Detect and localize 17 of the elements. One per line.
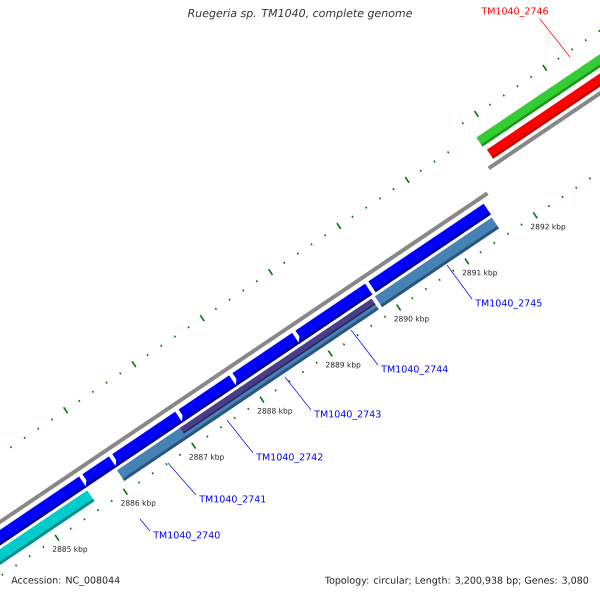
genome-summary-text: Topology: circular; Length: 3,200,938 bp; Genes: 3,080 — [324, 576, 588, 586]
gene-label: TM1040_2746 — [481, 7, 548, 17]
leader-line — [168, 462, 196, 496]
leader-line — [284, 376, 312, 410]
gene-label: TM1040_2741 — [199, 495, 266, 505]
leader-line — [539, 18, 570, 58]
gene-label: TM1040_2742 — [256, 453, 322, 463]
leader-line — [350, 330, 378, 366]
gene-label: TM1040_2745 — [475, 299, 542, 309]
leader-line — [226, 420, 254, 454]
title: Ruegeria sp. TM1040, complete genome — [188, 8, 412, 20]
gene-label: TM1040_2740 — [153, 531, 220, 541]
gene-label: TM1040_2743 — [314, 410, 381, 420]
leader-line — [446, 264, 472, 300]
leader-line — [140, 518, 150, 532]
accession-text: Accession: NC_008044 — [11, 576, 120, 586]
gene-label: TM1040_2744 — [381, 365, 448, 375]
